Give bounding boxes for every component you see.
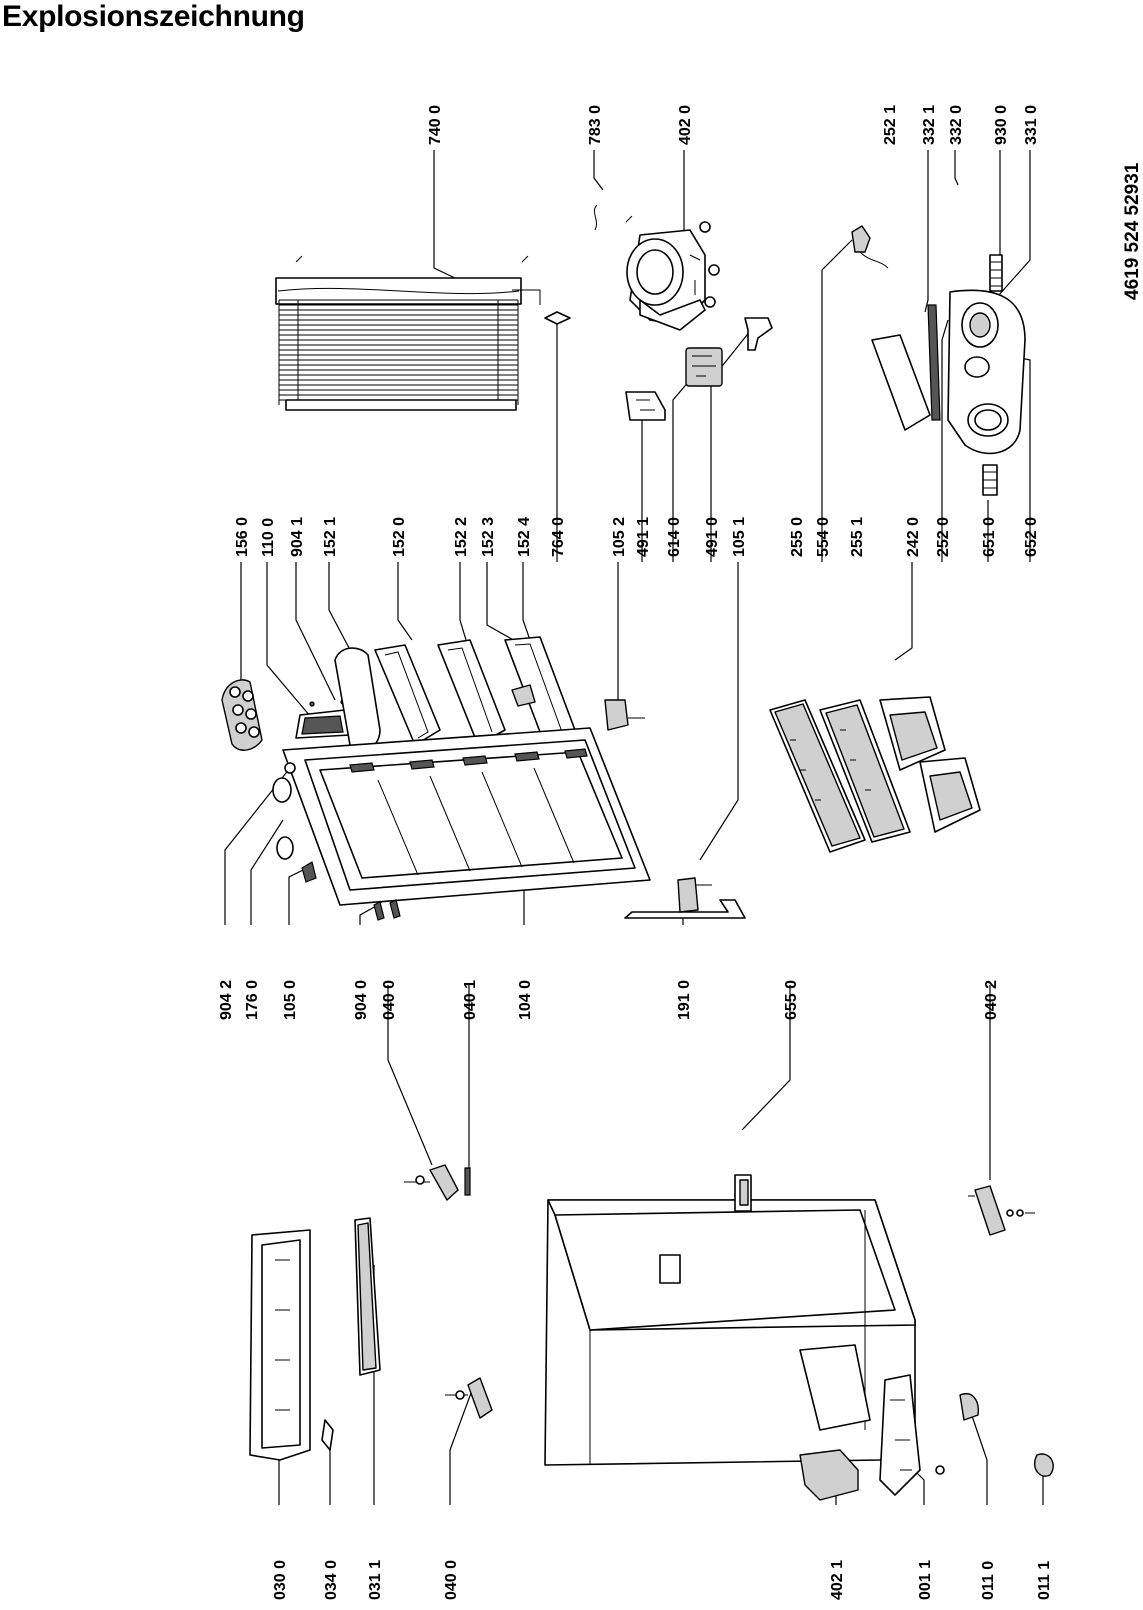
callout-0400b: 040 0 xyxy=(443,1560,460,1600)
callout-2550: 255 0 xyxy=(789,517,806,557)
relay xyxy=(685,317,773,387)
freezer-drawers xyxy=(879,696,981,833)
callout-0400a: 040 0 xyxy=(381,980,398,1020)
page-title: Explosionszeichnung xyxy=(2,0,305,33)
reference-number: 4619 524 52931 xyxy=(1122,162,1143,300)
callout-4021: 402 1 xyxy=(829,1560,846,1600)
callout-1040: 104 0 xyxy=(517,980,534,1020)
callout-9300: 930 0 xyxy=(993,105,1010,145)
callout-3320: 332 0 xyxy=(948,105,965,145)
callout-1560: 156 0 xyxy=(234,517,251,557)
callout-4020: 402 0 xyxy=(677,105,694,145)
callout-0110: 011 0 xyxy=(980,1561,997,1600)
callout-1522: 152 2 xyxy=(453,517,470,557)
callout-3310: 331 0 xyxy=(1023,105,1040,145)
callout-7640: 764 0 xyxy=(550,517,567,557)
callout-9040: 904 0 xyxy=(353,980,370,1020)
callout-0111: 011 1 xyxy=(1036,1561,1053,1600)
callout-0011: 001 1 xyxy=(917,1560,934,1600)
callout-1050: 105 0 xyxy=(282,980,299,1020)
callout-2420: 242 0 xyxy=(905,517,922,557)
cover xyxy=(625,391,666,421)
callout-7400: 740 0 xyxy=(427,105,444,145)
callout-2521: 252 1 xyxy=(882,105,899,145)
glass-shelves xyxy=(769,699,911,853)
callout-7830: 783 0 xyxy=(587,105,604,145)
callout-0300: 030 0 xyxy=(272,1560,289,1600)
base-parts xyxy=(799,1374,1054,1501)
callout-6520: 652 0 xyxy=(1023,517,1040,557)
door xyxy=(272,727,651,921)
cabinet xyxy=(544,1174,916,1466)
callout-1100: 110 0 xyxy=(260,518,277,557)
callout-1760: 176 0 xyxy=(244,980,261,1020)
callout-2520: 252 0 xyxy=(935,517,952,557)
callout-1524: 152 4 xyxy=(516,517,533,557)
callout-5540: 554 0 xyxy=(815,517,832,557)
callout-6140: 614 0 xyxy=(666,517,683,557)
callout-1052: 105 2 xyxy=(611,517,628,557)
small-clip xyxy=(321,1419,334,1451)
glass-plate xyxy=(354,1217,381,1376)
door-shelves xyxy=(334,636,576,753)
callout-0401: 040 1 xyxy=(462,980,479,1020)
condenser xyxy=(275,255,541,411)
compressor xyxy=(593,204,720,331)
thermostat-assembly xyxy=(851,225,1026,496)
callout-0311: 031 1 xyxy=(367,1560,384,1600)
callout-6510: 651 0 xyxy=(981,517,998,557)
callout-0402: 040 2 xyxy=(983,980,1000,1020)
egg-tray xyxy=(221,679,263,751)
callout-1910: 191 0 xyxy=(676,980,693,1020)
callout-1521: 152 1 xyxy=(322,517,339,557)
callout-3321: 332 1 xyxy=(921,105,938,145)
callout-6550: 655 0 xyxy=(783,980,800,1020)
callout-4911: 491 1 xyxy=(635,517,652,557)
callout-4910: 491 0 xyxy=(704,517,721,557)
callout-0340: 034 0 xyxy=(323,1560,340,1600)
small-part xyxy=(544,311,571,325)
top-frame xyxy=(249,1229,311,1461)
door-handle-strip xyxy=(624,877,746,919)
callout-labels: 740 0 783 0 402 0 252 1 332 1 332 0 930 … xyxy=(218,105,1053,1600)
callout-1523: 152 3 xyxy=(480,517,497,557)
hinges xyxy=(404,1164,1035,1419)
callout-1051: 105 1 xyxy=(731,517,748,557)
callout-1520: 152 0 xyxy=(391,517,408,557)
butter-compartment xyxy=(295,699,351,739)
callout-9042: 904 2 xyxy=(218,980,235,1020)
callout-9041: 904 1 xyxy=(289,517,306,557)
door-hinge-small xyxy=(604,699,645,731)
callout-2551: 255 1 xyxy=(849,517,866,557)
